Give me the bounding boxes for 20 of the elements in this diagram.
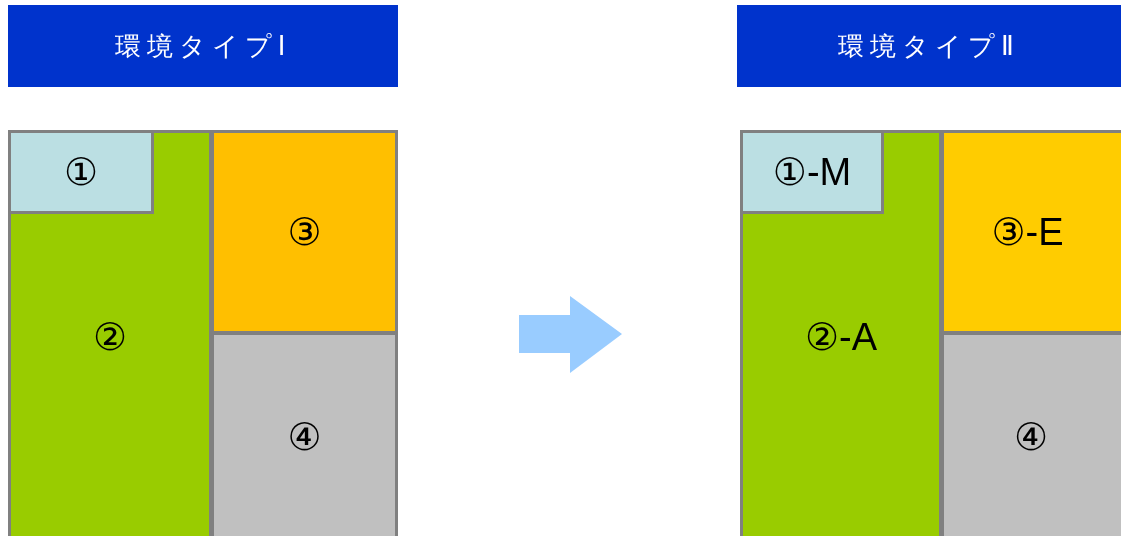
zone-label: ③-E <box>991 210 1064 254</box>
zone-label: ③ <box>287 210 322 254</box>
zone-box <box>740 130 942 536</box>
zone-label: ④ <box>287 415 322 459</box>
zone-box <box>211 332 398 536</box>
zone-box <box>941 332 1121 536</box>
zone-label: ① <box>63 150 99 194</box>
title-text: 環境タイプⅡ <box>838 29 1020 63</box>
zone-box <box>743 133 884 214</box>
zone-box <box>8 130 212 536</box>
zone-label: ④ <box>1013 415 1049 459</box>
zone-box <box>11 133 154 214</box>
title-bar <box>8 5 398 87</box>
zone-box <box>941 130 1121 334</box>
title-bar <box>737 5 1121 87</box>
title-text: 環境タイプⅠ <box>114 29 292 63</box>
zone-box <box>211 130 398 334</box>
zone-label: ② <box>92 315 128 359</box>
zone-label: ②-A <box>804 315 878 359</box>
zone-label: ①-M <box>772 150 852 194</box>
